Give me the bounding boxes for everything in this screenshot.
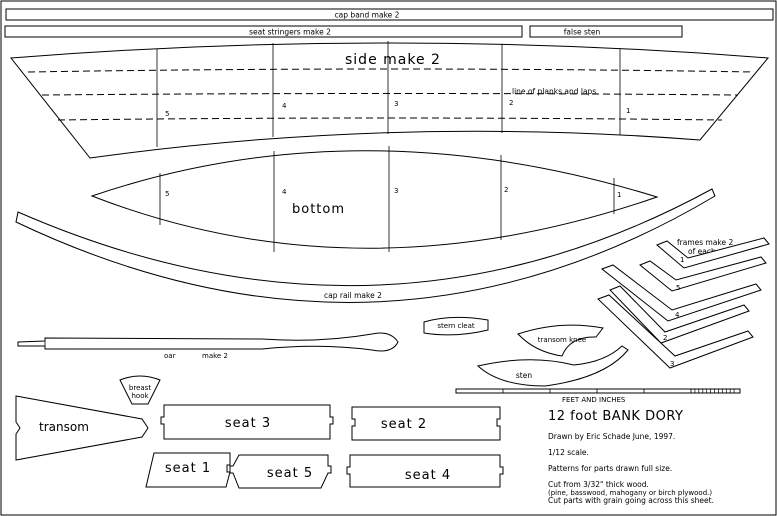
- side-station-1: 1: [626, 107, 630, 115]
- side-panel-part: side make 2 line of planks and laps 5 4 …: [10, 41, 769, 159]
- breast-hook-line2: hook: [131, 392, 149, 400]
- cap-rail-part: cap rail make 2: [15, 188, 716, 303]
- stem-label: sten: [516, 371, 532, 380]
- bottom-station-5: 5: [165, 190, 169, 198]
- patterns-note: Patterns for parts drawn full size.: [548, 464, 672, 473]
- cap-rail-label: cap rail make 2: [324, 291, 382, 300]
- scale-bar-inch-ticks: [694, 389, 735, 393]
- side-station-4: 4: [282, 102, 287, 110]
- side-title: side make 2: [345, 52, 441, 68]
- seat-4-label: seat 4: [405, 468, 451, 483]
- bottom-station-1: 1: [617, 191, 621, 199]
- planks-note: line of planks and laps: [512, 87, 596, 96]
- frame-number-1: 1: [680, 256, 684, 264]
- seat-1-part: seat 1: [145, 452, 231, 488]
- oar-label: oar: [164, 352, 176, 360]
- frame-5: [639, 256, 767, 292]
- transom-label: transom: [39, 420, 89, 434]
- seat-3-part: seat 3: [160, 404, 334, 440]
- side-station-5: 5: [165, 110, 169, 118]
- scale-note: 1/12 scale.: [548, 448, 589, 457]
- breast-hook-line1: breast: [129, 384, 151, 392]
- cut-note-2: (pine, basswood, mahogany or birch plywo…: [548, 489, 712, 497]
- transom-knee-label: transom knee: [538, 336, 586, 344]
- cap-band-part: cap band make 2: [5, 8, 774, 21]
- cut-note-1: Cut from 3/32" thick wood.: [548, 480, 649, 489]
- scale-bar-label: FEET AND INCHES: [562, 396, 626, 404]
- seat-5-label: seat 5: [267, 466, 313, 481]
- frames-title-line1: frames make 2: [677, 238, 734, 247]
- bottom-station-3: 3: [394, 187, 398, 195]
- seat-5-part: seat 5: [229, 454, 332, 489]
- cut-note-3: Cut parts with grain going across this s…: [548, 496, 714, 505]
- frame-number-2: 2: [663, 334, 667, 342]
- frames-title-line2: of each: [688, 247, 716, 256]
- scale-bar: FEET AND INCHES: [455, 388, 741, 404]
- cap-band-label: cap band make 2: [335, 11, 400, 20]
- seat-3-label: seat 3: [225, 416, 271, 431]
- frame-3: [597, 294, 754, 369]
- transom-knee-part: transom knee: [517, 324, 604, 357]
- stem-part: sten: [476, 345, 629, 387]
- seat-4-part: seat 4: [346, 454, 504, 488]
- seat-2-part: seat 2: [351, 406, 501, 441]
- bottom-station-4: 4: [282, 188, 287, 196]
- bottom-title: bottom: [292, 202, 345, 217]
- drawn-by: Drawn by Eric Schade June, 1997.: [548, 432, 675, 441]
- frame-number-5: 5: [676, 284, 680, 292]
- oar-make-label: make 2: [202, 352, 228, 360]
- false-stem-label: false sten: [564, 28, 601, 37]
- frames-group: frames make 2 of each 1 5 4 2 3: [597, 237, 770, 369]
- false-stem-part: false sten: [529, 25, 683, 38]
- bottom-station-2: 2: [504, 186, 508, 194]
- bottom-part: bottom 5 4 3 2 1: [90, 146, 659, 252]
- frame-1: [656, 237, 770, 269]
- seat-stringers-label: seat stringers make 2: [249, 28, 331, 37]
- stern-cleat-label: stern cleat: [437, 322, 475, 330]
- frame-number-4: 4: [675, 311, 680, 319]
- side-station-2: 2: [509, 99, 513, 107]
- drawing-title: 12 foot BANK DORY: [548, 409, 683, 424]
- breast-hook-part: breast hook: [119, 375, 161, 405]
- stern-cleat-part: stern cleat: [423, 316, 489, 336]
- transom-part: transom: [15, 395, 149, 461]
- title-block: 12 foot BANK DORY Drawn by Eric Schade J…: [548, 409, 714, 505]
- frame-number-3: 3: [670, 360, 674, 368]
- oar-part: oar make 2: [17, 332, 399, 360]
- frame-4: [600, 264, 762, 322]
- seat-2-label: seat 2: [381, 417, 427, 432]
- seat-stringers-part: seat stringers make 2: [4, 25, 523, 38]
- side-station-3: 3: [394, 100, 398, 108]
- seat-1-label: seat 1: [165, 461, 211, 476]
